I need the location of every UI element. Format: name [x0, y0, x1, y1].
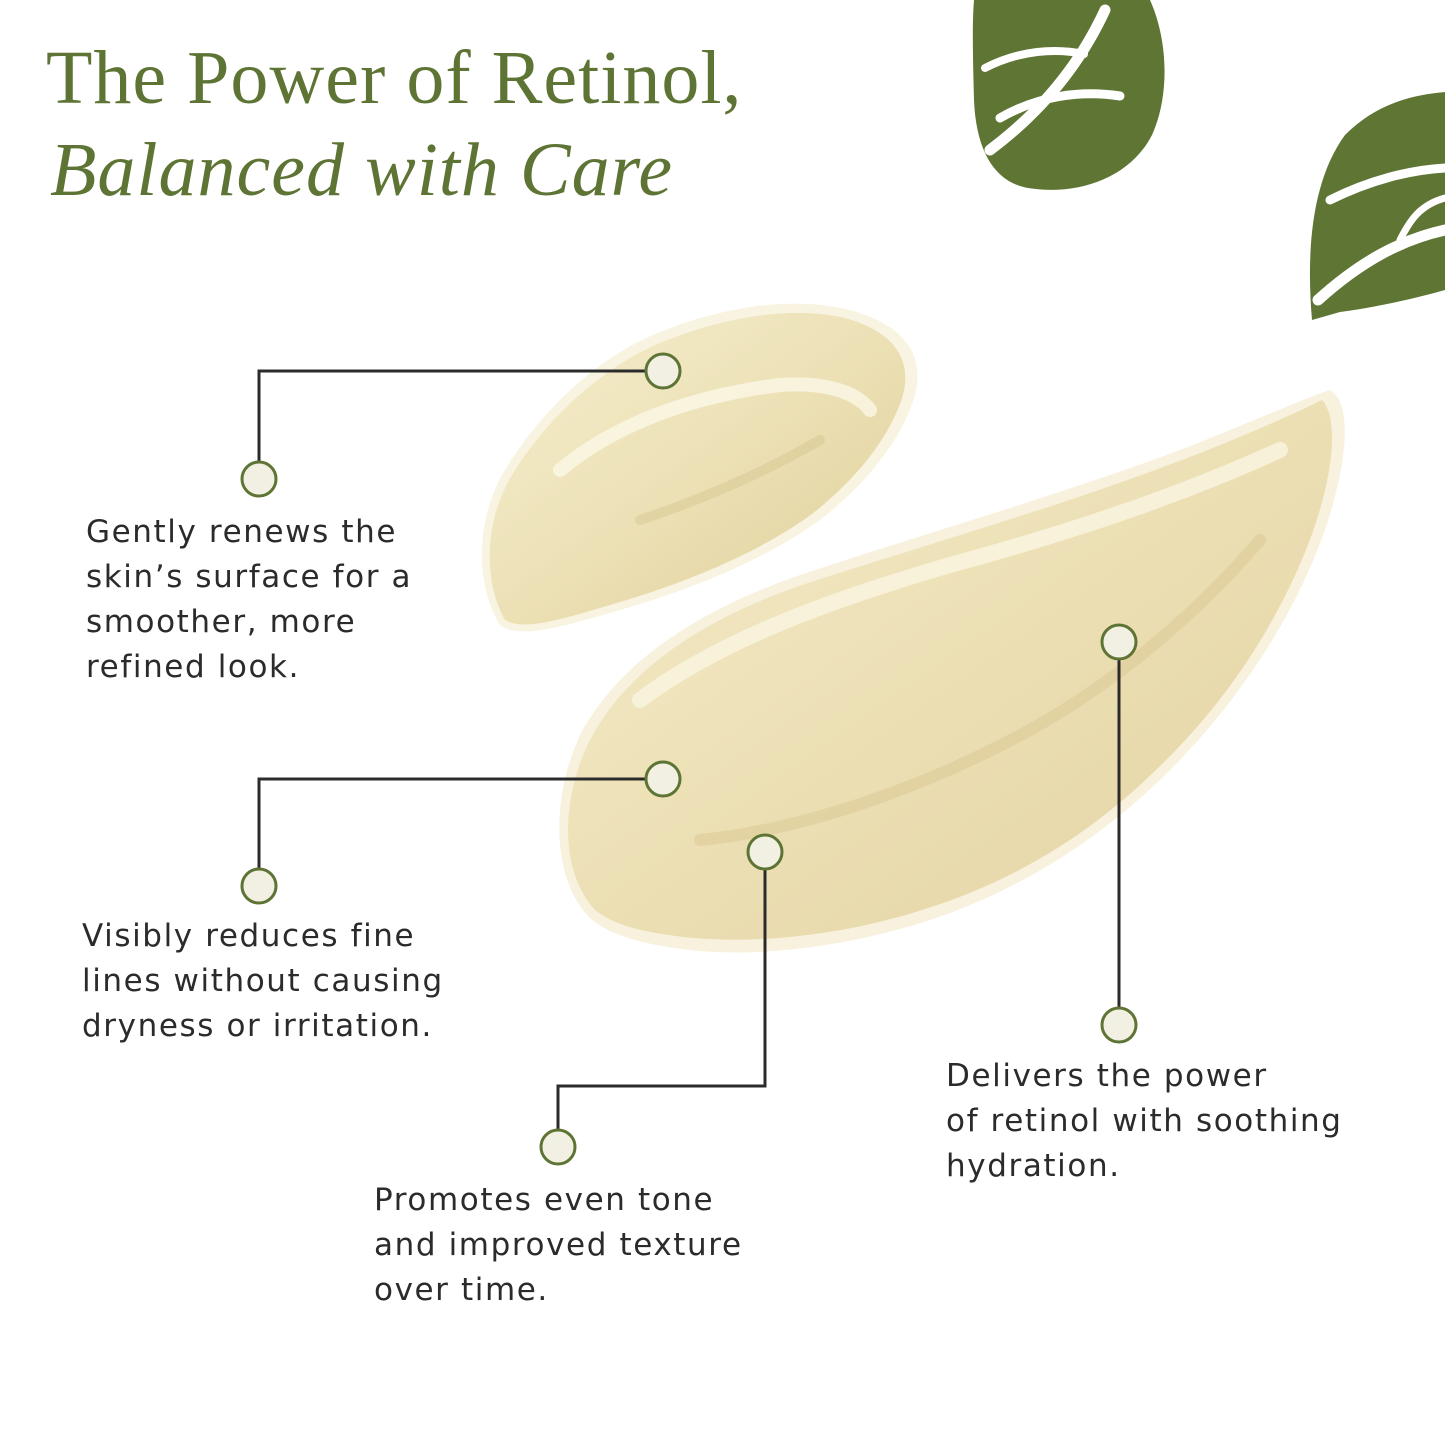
headline-line-2: Balanced with Care — [50, 128, 674, 212]
callout-dot — [240, 460, 278, 498]
callout-dot — [746, 833, 784, 871]
callout-dot — [644, 352, 682, 390]
leaf-icon — [1309, 92, 1445, 320]
callout-renews — [240, 352, 682, 498]
cream-swatch-small — [481, 303, 918, 632]
callout-dot — [240, 867, 278, 905]
callout-dot — [644, 760, 682, 798]
benefit-tone-text: Promotes even tone and improved texture … — [374, 1182, 743, 1308]
cream-swatch-large — [559, 390, 1345, 953]
leaf-icon — [972, 0, 1165, 190]
callout-tone — [539, 833, 784, 1166]
callout-fine-lines — [240, 760, 682, 905]
callout-dot — [1100, 1006, 1138, 1044]
benefit-hydration-text: Delivers the power of retinol with sooth… — [946, 1058, 1343, 1184]
benefit-fine-lines-text: Visibly reduces fine lines without causi… — [82, 918, 444, 1044]
callout-dot — [1100, 623, 1138, 661]
callout-hydration — [1100, 623, 1138, 1044]
callout-dot — [539, 1128, 577, 1166]
benefit-renews-text: Gently renews the skin’s surface for a s… — [86, 514, 413, 685]
headline-line-1: The Power of Retinol, — [46, 36, 743, 120]
